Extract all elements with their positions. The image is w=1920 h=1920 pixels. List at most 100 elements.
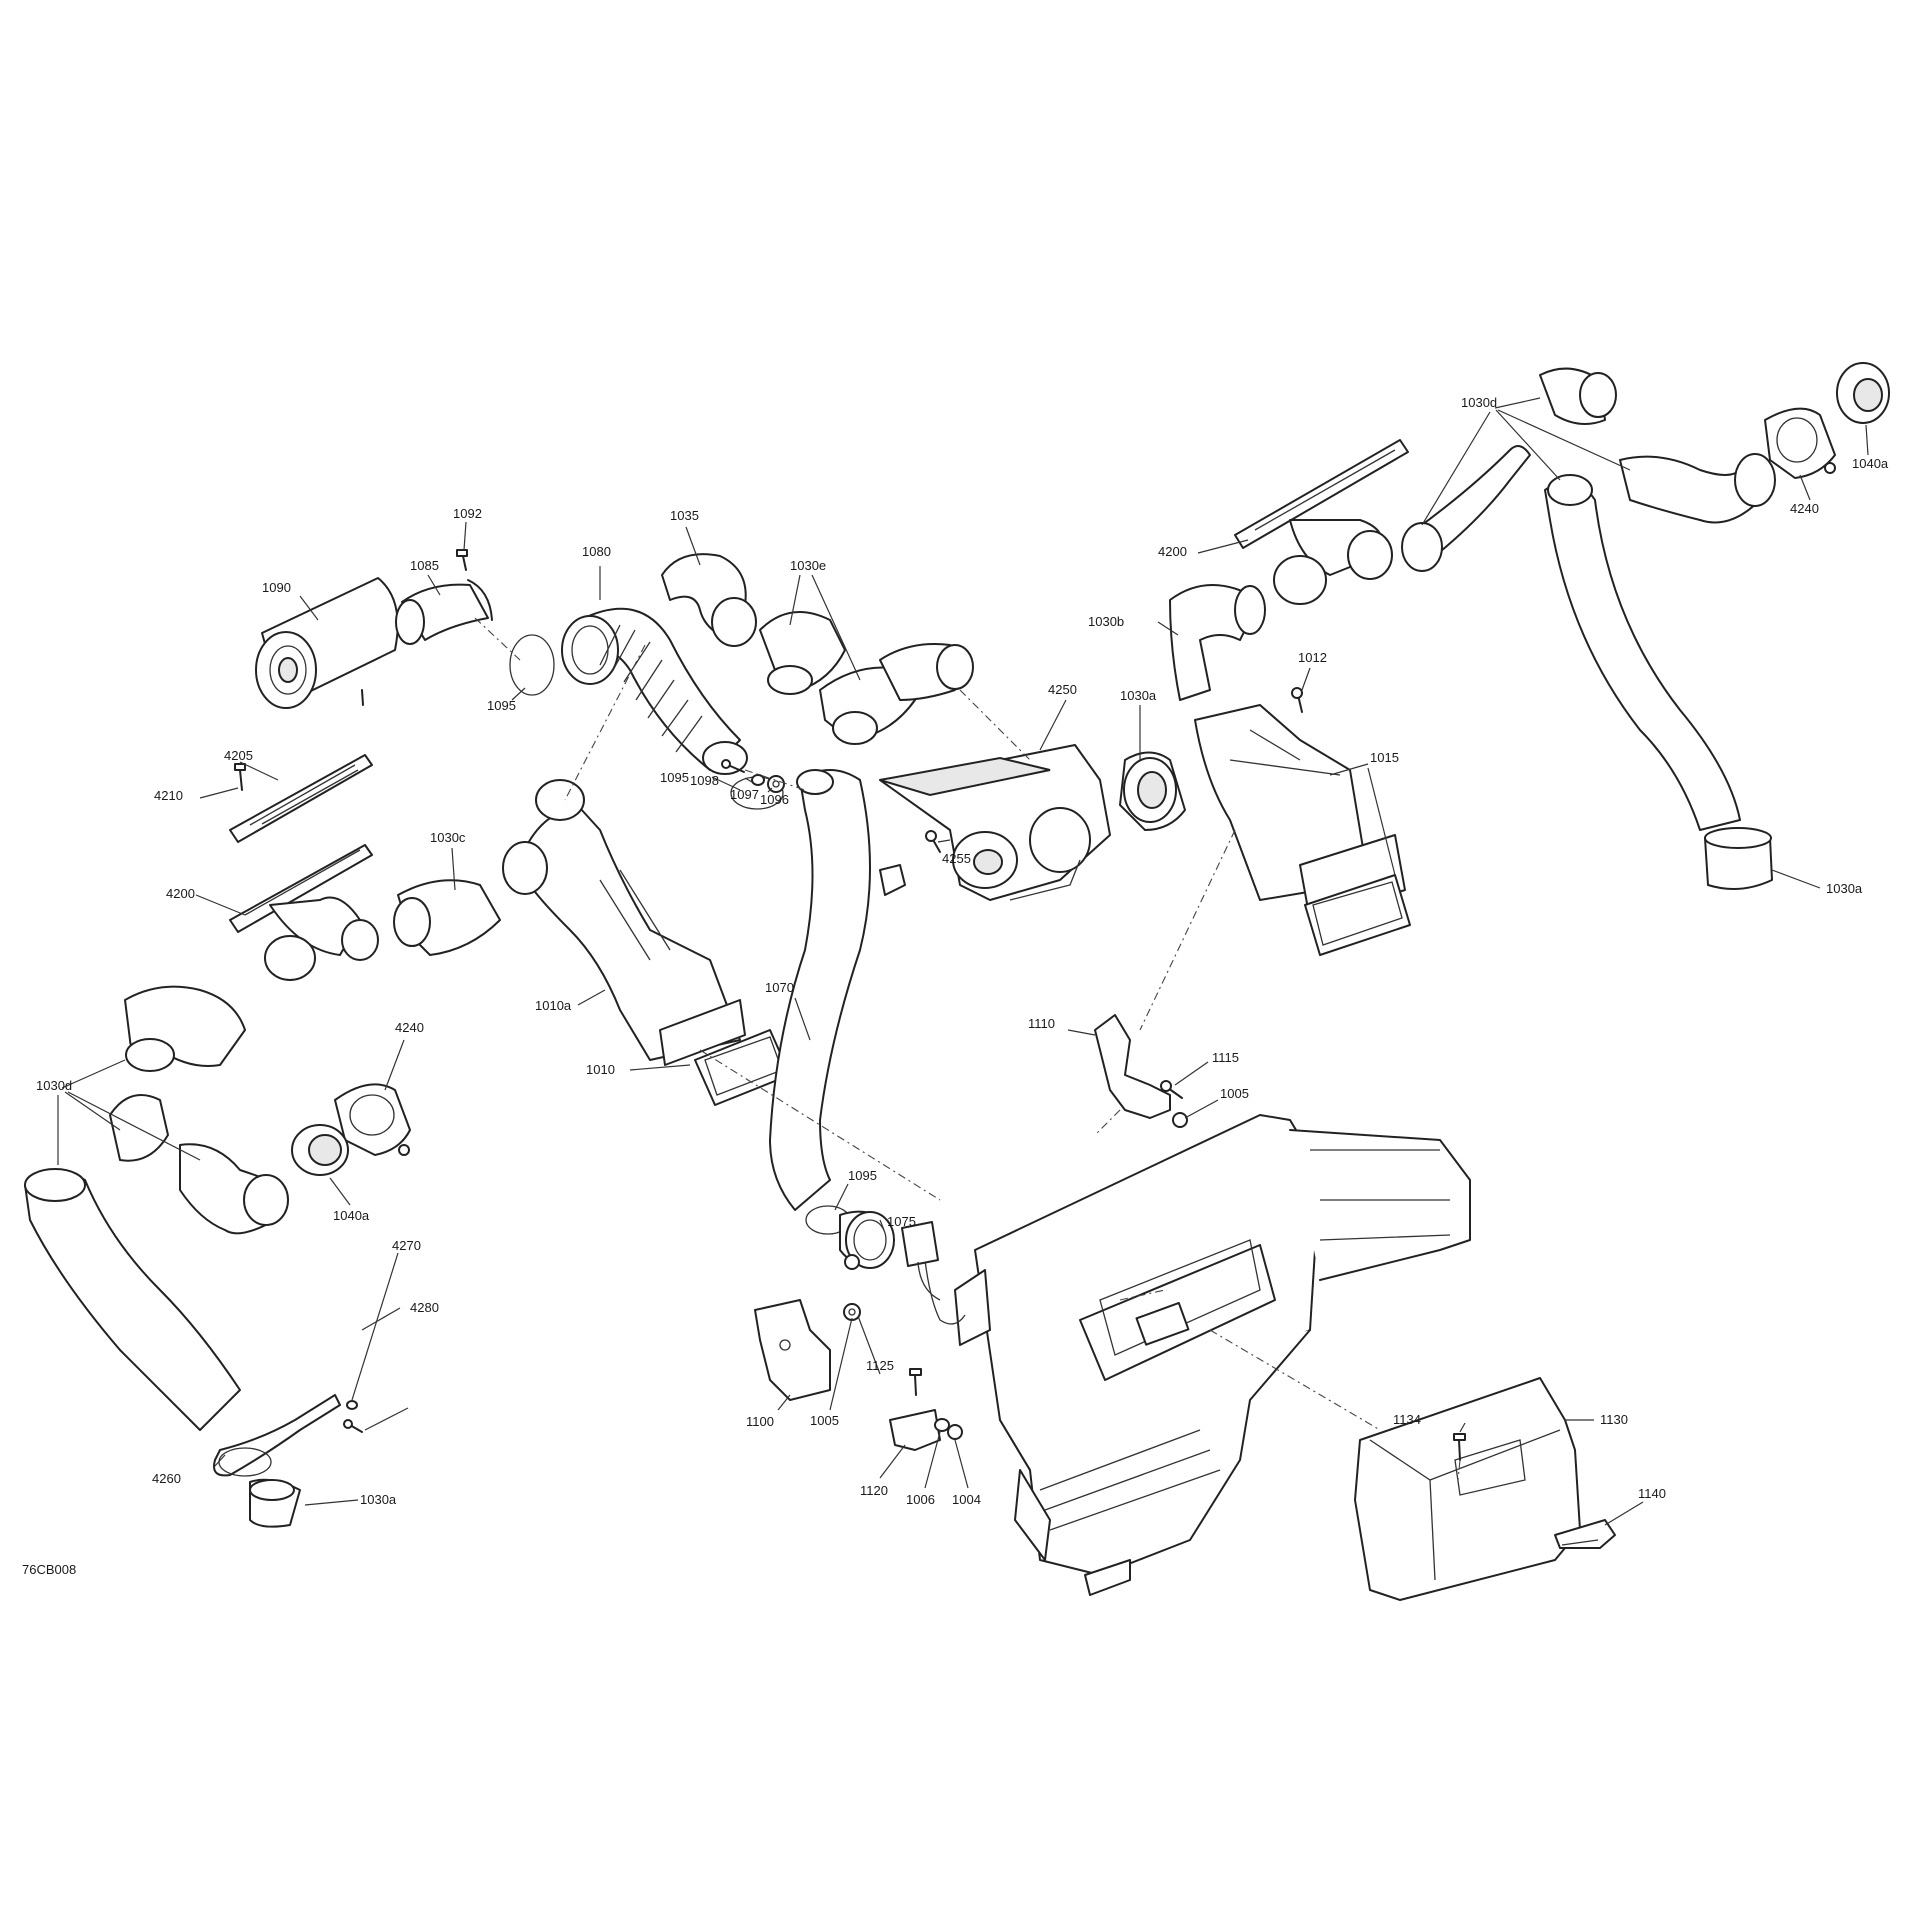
part-vent-ring-1040a-left xyxy=(291,1124,349,1176)
callout-4200-left: 4200 xyxy=(166,886,195,901)
part-nut-1125 xyxy=(843,1303,861,1321)
part-bracket-1120 xyxy=(889,1409,941,1451)
part-screw-1092 xyxy=(456,549,468,571)
part-clip-1140 xyxy=(1554,1519,1616,1549)
part-gasket-1015 xyxy=(1304,874,1411,956)
part-elbow-1085 xyxy=(395,579,493,645)
part-duct-elbows-1030e xyxy=(759,611,974,745)
part-nut-1005-lower xyxy=(844,1254,860,1270)
part-vent-panel-4250 xyxy=(879,744,1111,901)
part-washer-1006 xyxy=(934,1418,950,1432)
callout-1092: 1092 xyxy=(453,506,482,521)
part-vent-rail-4200-right xyxy=(1234,439,1409,605)
part-nut-1005-upper xyxy=(1172,1112,1188,1128)
part-nut-1096 xyxy=(767,775,785,793)
part-screw-4210 xyxy=(234,763,246,791)
part-bolt-1115 xyxy=(1160,1080,1183,1099)
callout-1095-lower: 1095 xyxy=(848,1168,877,1183)
callout-1097: 1097 xyxy=(730,787,759,802)
part-washer-1097 xyxy=(751,774,765,786)
callout-1095-center: 1095 xyxy=(660,770,689,785)
callout-1100: 1100 xyxy=(746,1414,774,1429)
callout-1010: 1010 xyxy=(586,1062,615,1077)
part-elbow-1035 xyxy=(661,553,757,647)
callout-1120: 1120 xyxy=(860,1483,888,1498)
callout-labels: 1092 1085 1090 1095 1080 1035 1030e 1095… xyxy=(36,395,1889,1507)
callout-1030a-mid: 1030a xyxy=(1120,688,1157,703)
callout-1006: 1006 xyxy=(906,1492,935,1507)
part-screw-4255 xyxy=(925,830,941,853)
callout-4200-right: 4200 xyxy=(1158,544,1187,559)
part-bracket-4260 xyxy=(213,1394,341,1477)
callout-4280: 4280 xyxy=(410,1300,439,1315)
callout-1080: 1080 xyxy=(582,544,611,559)
callout-1125: 1125 xyxy=(866,1358,894,1373)
part-cover-1130 xyxy=(1354,1377,1581,1601)
callout-4270: 4270 xyxy=(392,1238,421,1253)
part-screw-4280 xyxy=(343,1419,363,1433)
callout-1005-lower: 1005 xyxy=(810,1413,839,1428)
callout-1030a-bottom-left: 1030a xyxy=(360,1492,397,1507)
callout-4205: 4205 xyxy=(224,748,253,763)
part-elbow-1030b xyxy=(1169,584,1266,701)
callout-1030d-top: 1030d xyxy=(1461,395,1497,410)
callout-1030c: 1030c xyxy=(430,830,466,845)
part-bracket-1110 xyxy=(1094,1014,1171,1119)
part-screw-1012 xyxy=(1291,687,1303,713)
callout-4260: 4260 xyxy=(152,1471,181,1486)
callout-1012: 1012 xyxy=(1298,650,1327,665)
callout-1134: 1134 xyxy=(1393,1412,1421,1427)
callout-1030b: 1030b xyxy=(1088,614,1124,629)
leader-lines xyxy=(57,397,1869,1526)
callout-1085: 1085 xyxy=(410,558,439,573)
part-duct-cap-1030a-bottom-left xyxy=(249,1478,301,1528)
callout-1030a-right: 1030a xyxy=(1826,881,1863,896)
part-clamp-1095-upper xyxy=(509,634,555,696)
assembly-lines xyxy=(474,617,1461,1481)
part-duct-set-1030d-left xyxy=(24,985,289,1431)
callout-4210: 4210 xyxy=(154,788,183,803)
part-airbox-housing xyxy=(924,1114,1471,1596)
part-vent-nozzle-4240-right xyxy=(1764,407,1836,479)
part-vent-ring-1040a-right xyxy=(1836,362,1890,424)
callout-4255: 4255 xyxy=(942,851,971,866)
callout-1030d-left: 1030d xyxy=(36,1078,72,1093)
callout-1115: 1115 xyxy=(1212,1050,1239,1065)
callout-1130: 1130 xyxy=(1600,1412,1628,1427)
part-washer-4270 xyxy=(346,1400,358,1410)
part-bracket-1100 xyxy=(754,1299,831,1401)
part-duct-housing-1010a xyxy=(502,779,746,1066)
part-duct-set-1030d-top xyxy=(1401,367,1776,831)
part-air-filter-1090 xyxy=(255,577,399,709)
callout-1005-upper: 1005 xyxy=(1220,1086,1249,1101)
part-elbow-1030c xyxy=(393,879,501,956)
callout-1140: 1140 xyxy=(1638,1486,1666,1501)
callout-1040a-right: 1040a xyxy=(1852,456,1889,471)
callout-1075: 1075 xyxy=(887,1214,916,1229)
callout-1040a-left: 1040a xyxy=(333,1208,370,1223)
callout-1096: 1096 xyxy=(760,792,789,807)
part-bolt-1120 xyxy=(909,1368,922,1396)
part-vent-cup-1030a-mid xyxy=(1119,751,1186,831)
callout-1098: 1098 xyxy=(690,773,719,788)
part-corrugated-hose-1080 xyxy=(561,607,748,775)
callout-1095-upper: 1095 xyxy=(487,698,516,713)
figure-id: 76CB008 xyxy=(22,1562,76,1577)
part-connector-plug xyxy=(901,1221,941,1301)
callout-1015: 1015 xyxy=(1370,750,1399,765)
part-long-duct-1070 xyxy=(769,769,906,1211)
part-duct-cap-1030a-right xyxy=(1704,827,1773,890)
callout-4240-left: 4240 xyxy=(395,1020,424,1035)
part-nut-1004 xyxy=(947,1424,963,1440)
callout-1010a: 1010a xyxy=(535,998,572,1013)
part-vent-rail-4205 xyxy=(229,689,373,843)
callout-1004: 1004 xyxy=(952,1492,981,1507)
callout-1030e: 1030e xyxy=(790,558,826,573)
callout-4240-right: 4240 xyxy=(1790,501,1819,516)
callout-1110: 1110 xyxy=(1028,1016,1055,1031)
part-vent-rail-4200 xyxy=(229,844,379,981)
callout-4250: 4250 xyxy=(1048,682,1077,697)
callout-1035: 1035 xyxy=(670,508,699,523)
part-vent-nozzle-4240-left xyxy=(334,1083,411,1156)
